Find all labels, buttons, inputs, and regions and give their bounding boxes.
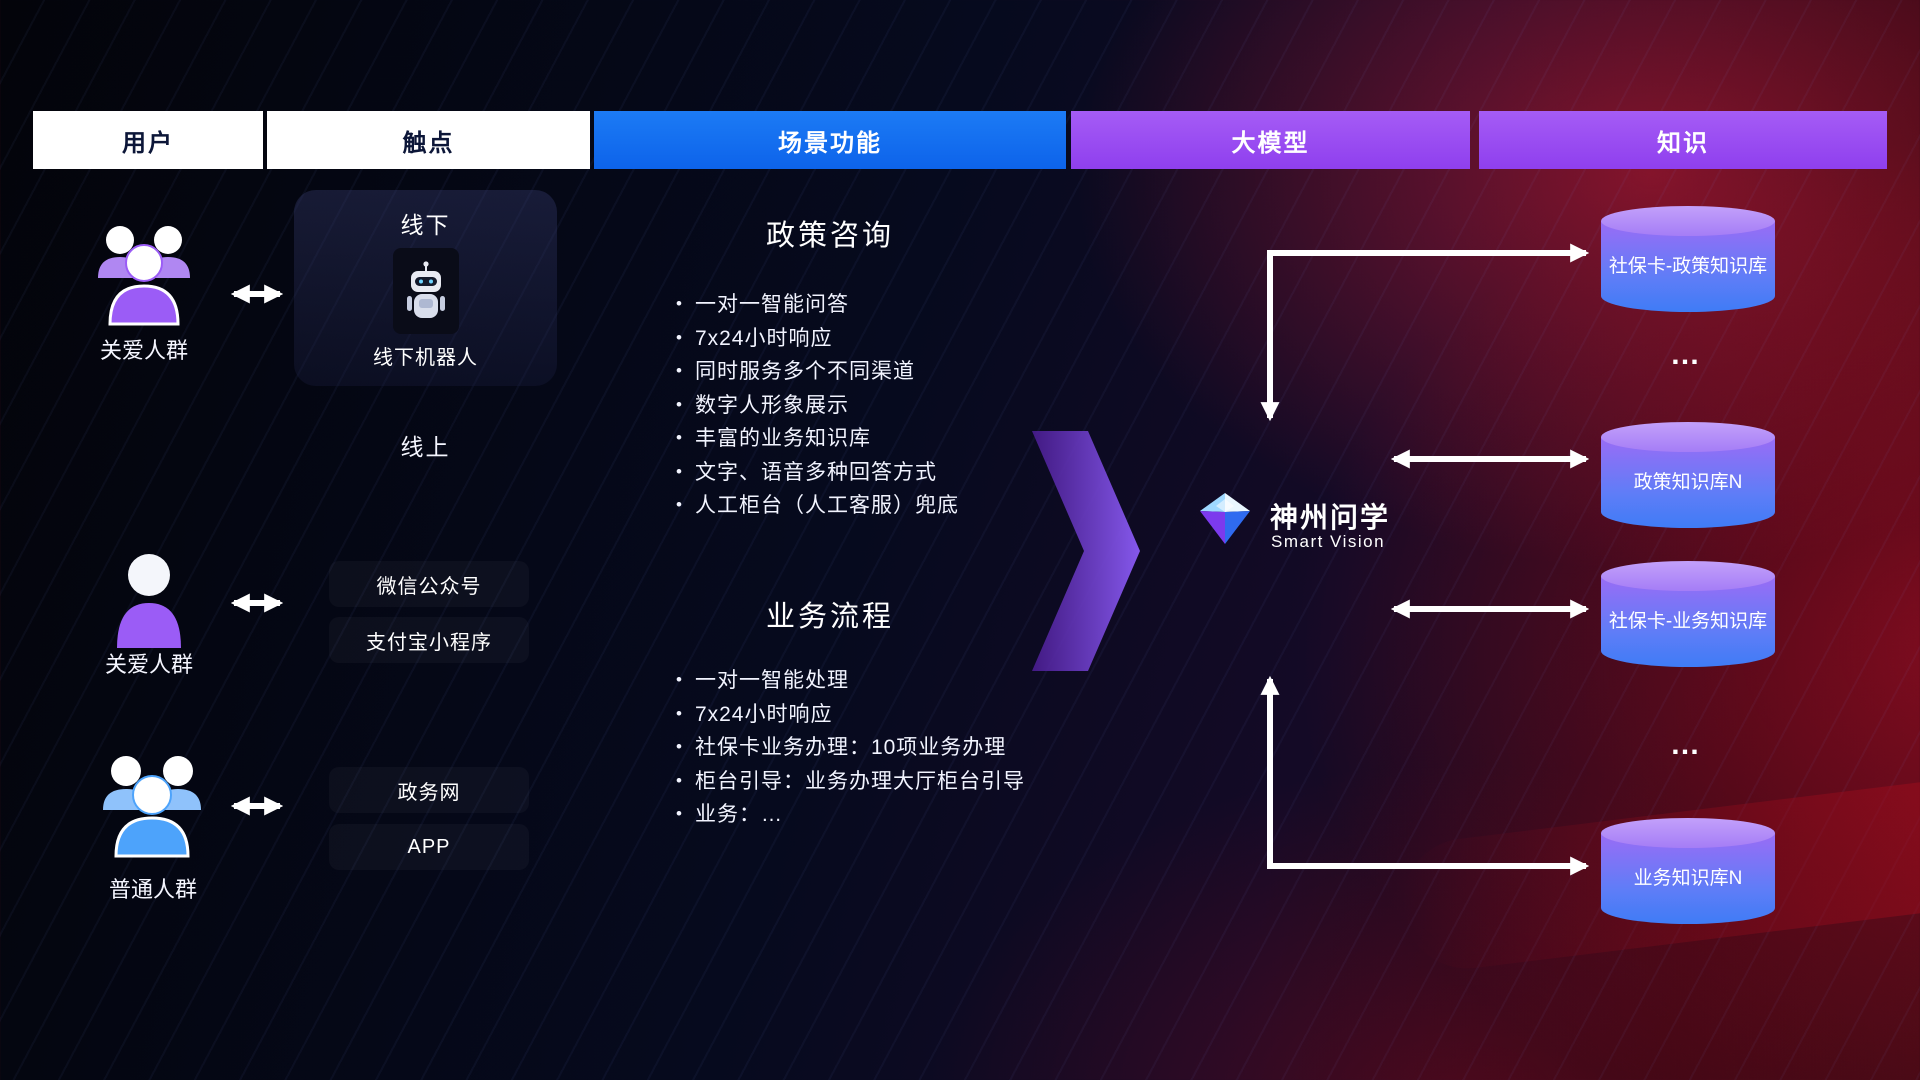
group-people-blue-icon	[88, 750, 216, 865]
database-icon	[1601, 422, 1775, 452]
knowledge-ellipsis-bottom: …	[1670, 728, 1702, 761]
policy-item: 文字、语音多种回答方式	[676, 457, 959, 491]
database-icon	[1601, 818, 1775, 848]
offline-touchpoint-panel: 线下 线下机器人	[294, 190, 557, 386]
column-header-users: 用户	[33, 111, 263, 169]
user-label-care-group-1: 关爱人群	[99, 338, 188, 363]
business-process-title: 业务流程	[765, 601, 894, 633]
model-subtitle: Smart Vision	[1271, 532, 1386, 551]
channel-wechat: 微信公众号	[329, 561, 529, 607]
column-header-touchpoints: 触点	[267, 111, 590, 169]
business-item: 7x24小时响应	[676, 699, 1025, 733]
knowledge-db-label: 业务知识库N	[1633, 868, 1743, 890]
policy-item: 一对一智能问答	[676, 289, 959, 323]
column-header-scenarios-label: 场景功能	[778, 129, 882, 157]
user-label-ordinary-group: 普通人群	[108, 877, 197, 902]
database-icon	[1601, 561, 1775, 591]
user-label-care-group-2: 关爱人群	[104, 652, 193, 677]
offline-label: 线下	[400, 212, 451, 238]
group-people-purple-icon	[84, 220, 204, 333]
business-item: 业务：…	[676, 799, 1025, 833]
policy-item: 同时服务多个不同渠道	[676, 356, 959, 390]
offline-robot-label: 线下机器人	[373, 347, 478, 369]
knowledge-db-label: 社保卡-业务知识库	[1608, 611, 1768, 633]
knowledge-db-label: 政策知识库N	[1633, 472, 1743, 494]
column-header-knowledge: 知识	[1479, 111, 1887, 169]
column-header-model: 大模型	[1071, 111, 1470, 169]
policy-item: 丰富的业务知识库	[676, 423, 959, 457]
policy-consulting-list: 一对一智能问答 7x24小时响应 同时服务多个不同渠道 数字人形象展示 丰富的业…	[676, 289, 959, 524]
column-header-model-label: 大模型	[1231, 129, 1310, 157]
database-icon	[1601, 206, 1775, 236]
policy-item: 7x24小时响应	[676, 323, 959, 357]
business-item: 柜台引导：业务办理大厅柜台引导	[676, 766, 1025, 800]
business-process-list: 一对一智能处理 7x24小时响应 社保卡业务办理：10项业务办理 柜台引导：业务…	[676, 665, 1025, 833]
channel-app: APP	[329, 824, 529, 870]
knowledge-db-policy-n: 政策知识库N	[1601, 422, 1775, 528]
channel-gov-portal: 政务网	[329, 767, 529, 813]
column-header-touchpoints-label: 触点	[402, 129, 455, 157]
channel-alipay-miniprogram: 支付宝小程序	[329, 617, 529, 663]
robot-icon	[392, 247, 459, 334]
online-label: 线上	[400, 434, 451, 460]
business-item: 一对一智能处理	[676, 665, 1025, 699]
knowledge-db-business-n: 业务知识库N	[1601, 818, 1775, 924]
diamond-logo-icon	[1196, 489, 1254, 552]
column-header-knowledge-label: 知识	[1657, 129, 1709, 157]
policy-item: 人工柜台（人工客服）兜底	[676, 490, 959, 524]
policy-item: 数字人形象展示	[676, 390, 959, 424]
person-purple-icon	[112, 550, 186, 653]
knowledge-db-business-social-card: 社保卡-业务知识库	[1601, 561, 1775, 667]
knowledge-db-policy-social-card: 社保卡-政策知识库	[1601, 206, 1775, 312]
model-name: 神州问学	[1270, 502, 1391, 533]
flow-arrow	[1032, 431, 1140, 671]
column-header-users-label: 用户	[122, 129, 174, 157]
business-item: 社保卡业务办理：10项业务办理	[676, 732, 1025, 766]
knowledge-ellipsis-top: …	[1670, 338, 1702, 371]
knowledge-db-label: 社保卡-政策知识库	[1608, 256, 1768, 278]
policy-consulting-title: 政策咨询	[765, 220, 894, 252]
arrow-model-to-policy-db	[1260, 243, 1590, 422]
column-header-scenarios: 场景功能	[594, 111, 1066, 169]
